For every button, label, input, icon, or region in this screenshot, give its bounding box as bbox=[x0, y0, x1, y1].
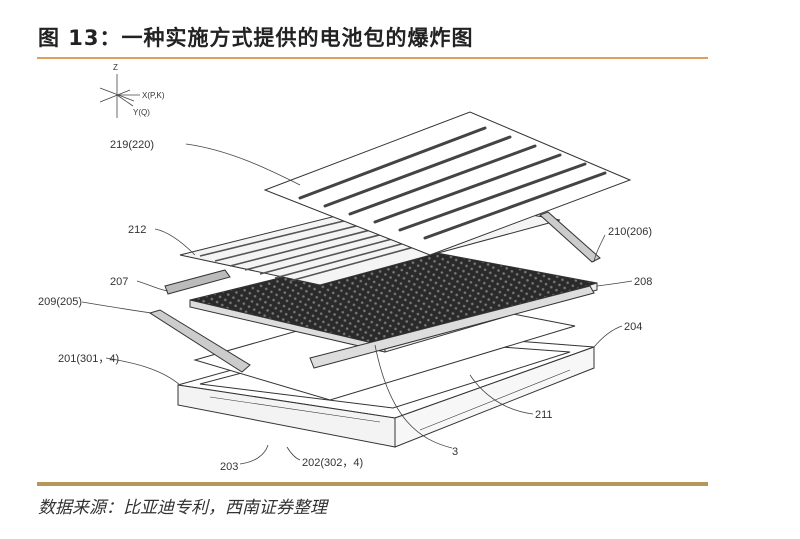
source-note: 数据来源：比亚迪专利，西南证券整理 bbox=[38, 498, 327, 518]
label-211: 211 bbox=[535, 409, 553, 421]
side-bar-209 bbox=[148, 309, 251, 373]
axis-x-label: X(P,K) bbox=[142, 91, 165, 100]
label-202: 202(302，4) bbox=[302, 457, 363, 469]
label-209: 209(205) bbox=[38, 296, 82, 308]
label-208: 208 bbox=[634, 276, 652, 288]
label-3: 3 bbox=[452, 446, 458, 458]
label-201: 201(301，4) bbox=[58, 353, 119, 365]
label-207: 207 bbox=[110, 276, 128, 288]
top-divider bbox=[37, 57, 708, 59]
label-210: 210(206) bbox=[608, 226, 652, 238]
label-219: 219(220) bbox=[110, 139, 154, 151]
leader-lines bbox=[81, 143, 633, 465]
figure-title: 图 13：一种实施方式提供的电池包的爆炸图 bbox=[38, 26, 474, 50]
top-cover-plate-219 bbox=[263, 111, 632, 256]
label-204: 204 bbox=[624, 321, 642, 333]
axis-z-label: Z bbox=[113, 63, 118, 72]
front-bar-208 bbox=[309, 285, 595, 369]
label-212: 212 bbox=[128, 224, 146, 236]
label-203: 203 bbox=[220, 461, 238, 473]
side-bar-210 bbox=[539, 211, 601, 263]
bottom-divider bbox=[37, 482, 708, 486]
axis-y-label: Y(Q) bbox=[133, 108, 150, 117]
axis-triad bbox=[99, 74, 140, 118]
side-bar-207 bbox=[164, 269, 231, 295]
